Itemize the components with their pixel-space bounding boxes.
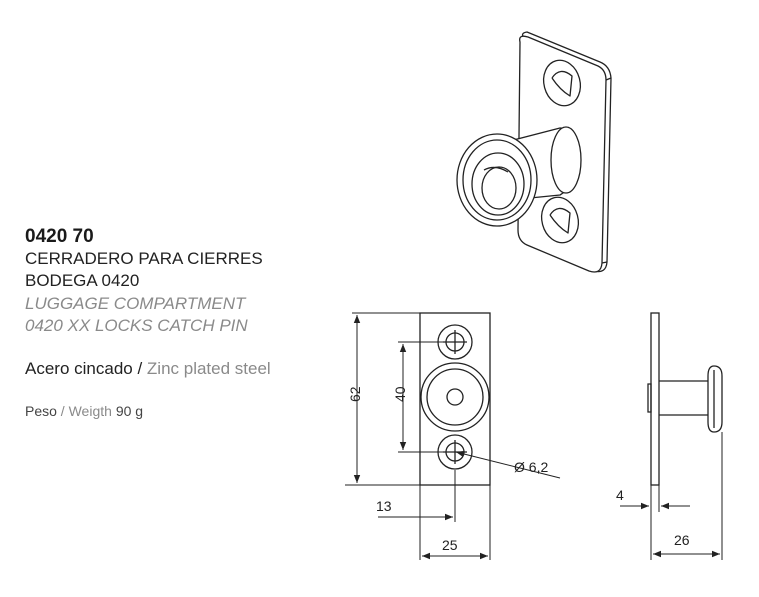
product-name-en-line1: LUGGAGE COMPARTMENT	[25, 294, 246, 313]
front-center-pin	[420, 362, 490, 432]
weight-label-en: Weigth	[68, 403, 112, 419]
weight-line: Peso / Weigth 90 g	[25, 403, 143, 419]
side-view-dimensions	[620, 432, 723, 560]
material-en: Zinc plated steel	[146, 359, 271, 378]
dim-hole-diameter: Ø 6,2	[514, 459, 548, 475]
dim-height: 62	[347, 386, 363, 402]
material-es: Acero cincado	[25, 359, 133, 378]
dim-hole-offset: 13	[376, 498, 392, 514]
front-view	[419, 312, 491, 486]
side-view	[647, 312, 723, 486]
dim-plate-thickness: 4	[616, 487, 624, 503]
weight-label-es: Peso	[25, 403, 57, 419]
weight-value: 90 g	[115, 403, 144, 419]
material-separator: /	[132, 359, 147, 378]
front-view-dimensions	[345, 312, 561, 560]
product-code: 0420 70	[25, 226, 94, 247]
material-line: Acero cincado / Zinc plated steel	[25, 359, 271, 379]
side-plate	[650, 312, 660, 486]
weight-separator: /	[56, 403, 69, 419]
product-name-es-line1: CERRADERO PARA CIERRES	[25, 249, 263, 268]
dim-width: 25	[442, 537, 458, 553]
dim-depth: 26	[674, 532, 690, 548]
dim-hole-spacing: 40	[392, 386, 408, 402]
isometric-view	[456, 31, 612, 273]
product-name-en-line2: 0420 XX LOCKS CATCH PIN	[25, 316, 248, 335]
product-name-es-line2: BODEGA 0420	[25, 271, 140, 290]
